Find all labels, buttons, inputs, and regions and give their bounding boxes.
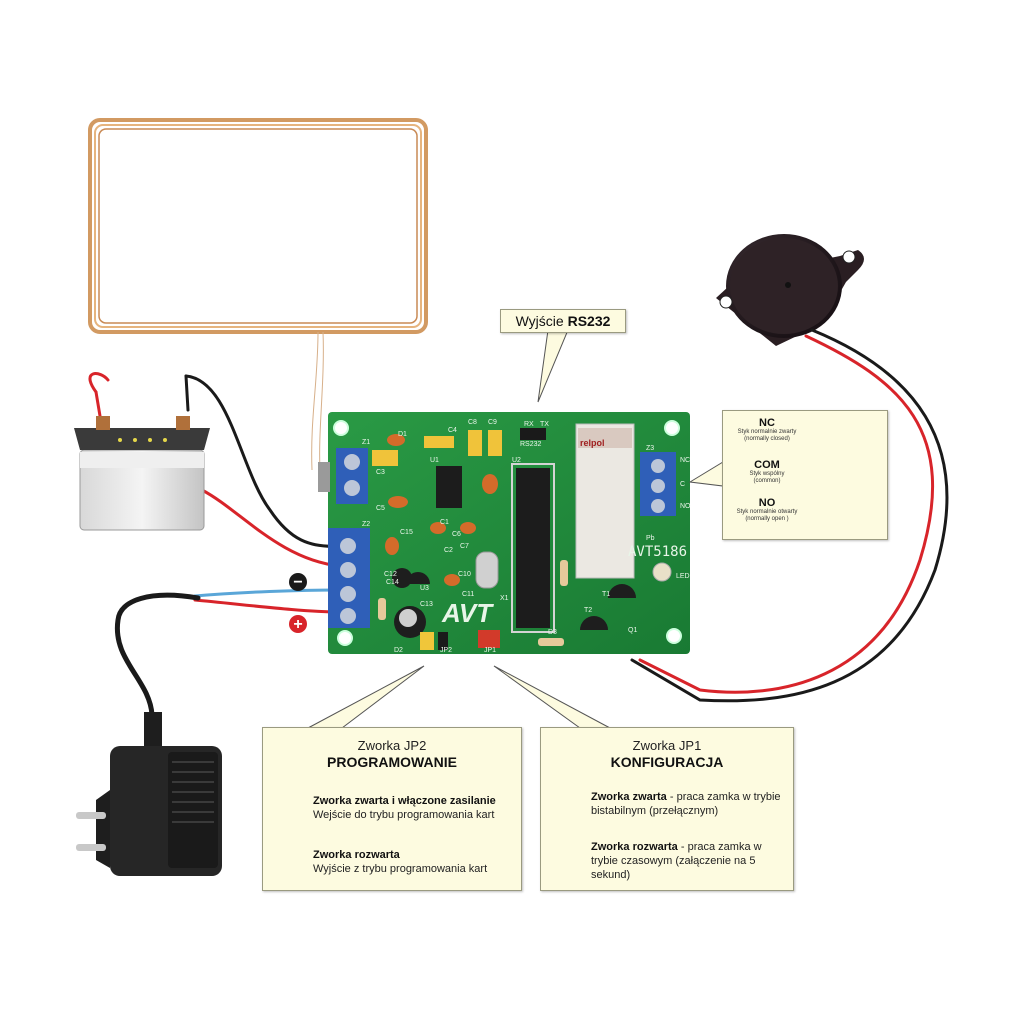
pcb-board: AVT AVT5186 relpol — [318, 412, 690, 654]
polarity-minus: − — [289, 573, 307, 591]
pcb-label-c12: C12 — [384, 571, 397, 578]
pcb-label-c9: C9 — [488, 419, 497, 426]
relay-com-desc: Styk wspólny — [749, 471, 785, 477]
pcb-label-u3: U3 — [420, 585, 429, 592]
battery — [74, 416, 210, 531]
pcb-label-jp2: JP2 — [440, 647, 452, 654]
pcb-label-c13: C13 — [420, 601, 433, 608]
jp1-item2-text: - praca zamka w trybie czasowym (załącze… — [591, 841, 762, 881]
pcb-label-u1: U1 — [430, 457, 439, 464]
jp2-item1-text: Wejście do trybu programowania kart — [313, 809, 495, 821]
relay-no-label: NO Styk normalnie otwarty (normally open… — [717, 497, 817, 523]
rs232-header — [520, 428, 546, 440]
jp2-item2-bold: Zworka rozwarta — [313, 849, 400, 861]
pcb-label-nc: NC — [680, 457, 690, 464]
pcb-label-rs232: RS232 — [520, 441, 542, 448]
pcb-label-c15: C15 — [400, 529, 413, 536]
jp2-item1-bold: Zworka zwarta i włączone zasilanie — [313, 795, 496, 807]
jp2-item2-text: Wyjście z trybu programowania kart — [313, 863, 488, 875]
jp1-item-open: Zworka rozwarta - praca zamka w trybie c… — [591, 840, 785, 882]
pcb-label-z2: Z2 — [362, 521, 370, 528]
jp2-item-open: Zworka rozwarta Wyjście z trybu programo… — [313, 848, 513, 876]
pcb-label-u2: U2 — [512, 457, 521, 464]
crystal-x1 — [475, 551, 499, 589]
jp2-heading: PROGRAMOWANIE — [327, 754, 457, 770]
wires — [88, 328, 949, 718]
pcb-label-jp1: JP1 — [484, 647, 496, 654]
pcb-label-c5: C5 — [376, 505, 385, 512]
ic-u1 — [436, 466, 462, 508]
relay-nc-title: NC — [759, 417, 775, 429]
pcb-label-c: C — [680, 481, 685, 488]
pcb-label-c6: C6 — [452, 531, 461, 538]
pcb-label-c7: C7 — [460, 543, 469, 550]
jp1-item-closed: Zworka zwarta - praca zamka w trybie bis… — [591, 790, 785, 818]
polarity-plus: + — [289, 615, 307, 633]
relay-com-desc-en: (common) — [753, 478, 781, 484]
buzzer — [716, 234, 864, 346]
relay-contacts-callout: NC Styk normalnie zwarty (normally close… — [722, 410, 888, 540]
power-adapter — [76, 712, 222, 876]
led — [652, 562, 672, 582]
pcb-label-z3: Z3 — [646, 445, 654, 452]
jp1-heading: KONFIGURACJA — [610, 754, 724, 770]
relay-nc-label: NC Styk normalnie zwarty (normally close… — [717, 417, 817, 443]
rs232-callout-bold: RS232 — [567, 313, 611, 329]
pcb-label-c2: C2 — [444, 547, 453, 554]
relay-no-title: NO — [758, 497, 776, 509]
board-model: AVT5186 — [628, 544, 687, 560]
jumper-jp2 — [420, 632, 434, 650]
pcb-label-c4: C4 — [448, 427, 457, 434]
jp2-callout: Zworka JP2 PROGRAMOWANIE Zworka zwarta i… — [262, 727, 522, 891]
pcb-label-rx: RX — [524, 421, 534, 428]
callout-pointers — [307, 329, 724, 729]
relay-com-title: COM — [754, 459, 780, 471]
pcb-label-t2: T2 — [584, 607, 592, 614]
jp1-item2-bold: Zworka rozwarta — [591, 841, 678, 853]
pcb-label-t1: T1 — [602, 591, 610, 598]
pcb-label-c10: C10 — [458, 571, 471, 578]
pcb-label-c3: C3 — [376, 469, 385, 476]
pcb-label-c14: C14 — [386, 579, 399, 586]
relay-no-desc: Styk normalnie otwarty — [736, 509, 798, 515]
pcb-label-tx: TX — [540, 421, 549, 428]
relay-brand: relpol — [580, 438, 605, 448]
pcb-label-x1: X1 — [500, 595, 509, 602]
pcb-label-z1: Z1 — [362, 439, 370, 446]
pcb-label-q1: Q1 — [628, 627, 637, 634]
relay-nc-desc-en: (normally closed) — [744, 436, 790, 442]
pcb-label-c8: C8 — [468, 419, 477, 426]
terminal-z2 — [328, 528, 370, 628]
jp1-item1-text: - praca zamka w trybie bistabilnym (prze… — [591, 791, 781, 817]
jumper-jp1 — [478, 630, 500, 648]
jp1-item1-bold: Zworka zwarta — [591, 791, 667, 803]
terminal-z1 — [336, 448, 368, 504]
antenna-coil — [88, 118, 428, 471]
rs232-callout: Wyjście RS232 — [500, 309, 626, 333]
avt-logo: AVT — [441, 598, 494, 628]
pcb-label-pb: Pb — [646, 535, 655, 542]
relay-no-desc-en: (normally open ) — [745, 516, 789, 522]
relay — [575, 423, 635, 579]
relay-nc-desc: Styk normalnie zwarty — [737, 429, 797, 435]
pcb-label-c1: C1 — [440, 519, 449, 526]
terminal-z3 — [640, 452, 676, 516]
pcb-label-d2: D2 — [394, 647, 403, 654]
pcb-label-d3: D3 — [548, 629, 557, 636]
pcb-label-no: NO — [680, 503, 691, 510]
rs232-callout-prefix: Wyjście — [515, 313, 568, 329]
svg-text:+: + — [293, 616, 302, 633]
jp1-title: Zworka JP1 — [632, 738, 702, 753]
pcb-label-d1: D1 — [398, 431, 407, 438]
jp2-item-closed: Zworka zwarta i włączone zasilanie Wejśc… — [313, 794, 513, 822]
ic-u2 — [516, 468, 550, 628]
pcb-label-c11: C11 — [462, 591, 474, 598]
svg-text:−: − — [293, 574, 302, 591]
jp2-title: Zworka JP2 — [357, 738, 427, 753]
jp1-callout: Zworka JP1 KONFIGURACJA Zworka zwarta - … — [540, 727, 794, 891]
relay-com-label: COM Styk wspólny (common) — [717, 459, 817, 485]
pcb-label-led: LED — [676, 573, 690, 580]
